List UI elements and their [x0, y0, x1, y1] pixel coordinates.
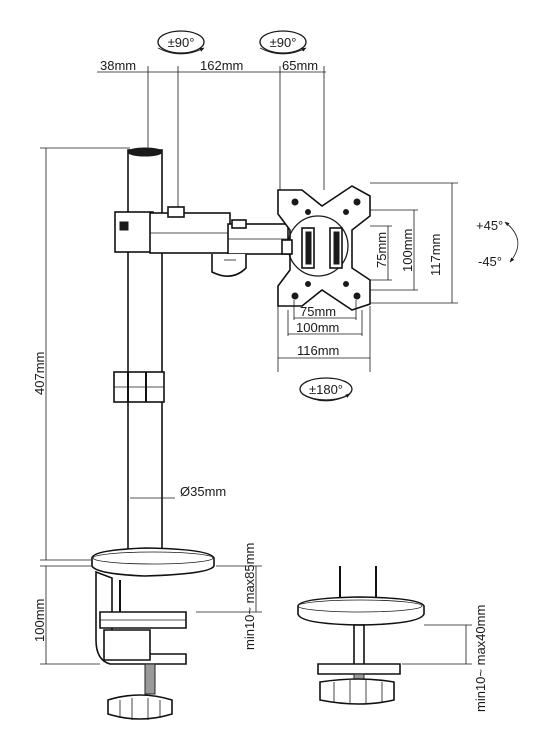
head-offset-label: 65mm — [282, 58, 318, 73]
vesa-100h-label: 100mm — [296, 320, 339, 335]
clamp-height-label: 100mm — [32, 599, 47, 642]
vesa-75v-label: 75mm — [374, 232, 389, 268]
arm-offset-label: 38mm — [100, 58, 136, 73]
clamp-range-label: min10~ max85mm — [242, 543, 257, 650]
desk-clamp — [91, 547, 215, 720]
arm — [114, 206, 289, 277]
grommet-range-label: min10~ max40mm — [473, 605, 488, 712]
grommet-mount — [297, 566, 425, 705]
tilt-arc: +45° -45° — [476, 218, 519, 269]
arm-length-label: 162mm — [200, 58, 243, 73]
pole-diameter-dimension: Ø35mm — [130, 484, 226, 499]
tilt-left-label: ±90° — [168, 35, 195, 50]
pole — [113, 147, 165, 556]
clamp-height-dimension: 100mm — [32, 565, 100, 665]
plate-width-label: 116mm — [297, 343, 339, 358]
vesa-75h-label: 75mm — [300, 304, 336, 319]
vesa-horizontal-dimensions: 75mm 100mm 116mm — [277, 300, 371, 372]
plate-height-label: 117mm — [428, 234, 443, 276]
tilt-right-badge: ±90° — [259, 30, 307, 55]
pole-diameter-label: Ø35mm — [180, 484, 226, 499]
grommet-range-dimension: min10~ max40mm — [402, 605, 488, 712]
swivel-badge: ±180° — [299, 377, 353, 402]
pole-height-dimension: 407mm — [32, 147, 130, 561]
vesa-plate — [277, 185, 371, 311]
vesa-vertical-dimensions: 75mm 100mm 117mm — [370, 182, 458, 304]
vesa-100v-label: 100mm — [400, 229, 415, 272]
pole-height-label: 407mm — [32, 352, 47, 395]
swivel-label: ±180° — [309, 382, 343, 397]
tilt-left-badge: ±90° — [157, 30, 205, 55]
clamp-range-dimension: min10~ max85mm — [196, 543, 262, 650]
top-dimension-line: 38mm 162mm 65mm — [97, 58, 326, 212]
tilt-right-label: ±90° — [270, 35, 297, 50]
tilt-down-label: -45° — [478, 254, 502, 269]
tilt-up-label: +45° — [476, 218, 503, 233]
